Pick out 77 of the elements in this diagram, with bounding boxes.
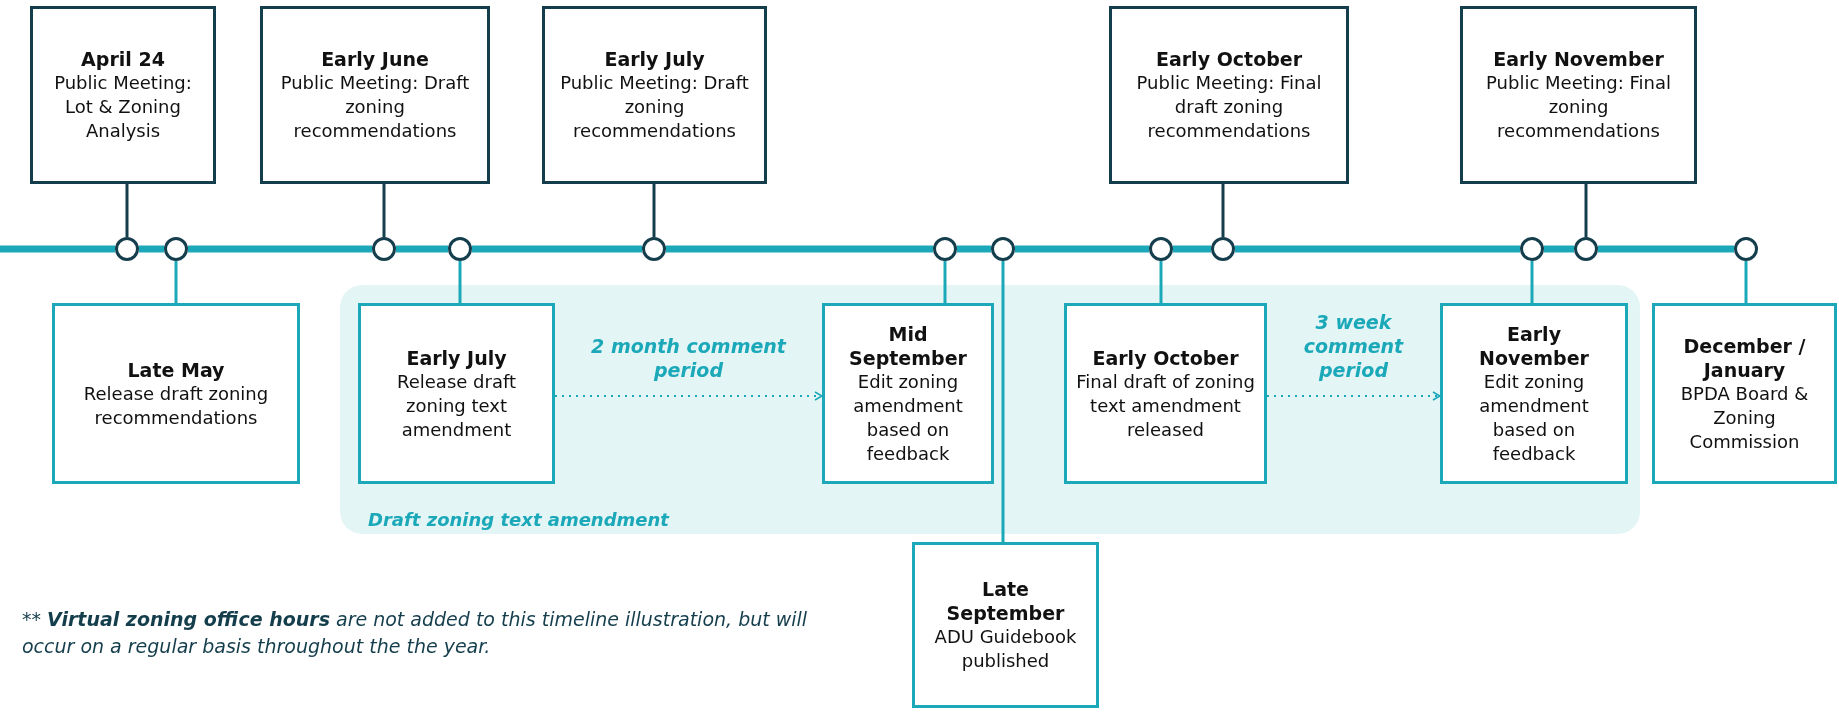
date-heading: Late May: [127, 357, 225, 382]
date-heading: Mid September: [848, 321, 968, 370]
timeline-marker: [1734, 237, 1758, 261]
date-heading: Early October: [1092, 345, 1239, 370]
timeline-marker: [164, 237, 188, 261]
timeline-line: [1235, 245, 1520, 253]
date-heading: Early June: [321, 47, 429, 71]
event-box: [52, 303, 300, 484]
event-box: [1064, 303, 1267, 484]
event-box: [1460, 6, 1697, 184]
timeline-line: [1544, 245, 1574, 253]
connector-line: [458, 261, 462, 303]
connector-line: [1159, 261, 1163, 303]
highlight-band: [340, 285, 1640, 534]
connector-line: [382, 184, 386, 237]
connector-line: [1001, 261, 1005, 542]
event-description: Public Meeting: Draft zoning recommendations: [279, 71, 471, 143]
event-description: Public Meeting: Lot & Zoning Analysis: [53, 71, 193, 143]
timeline-line: [1015, 245, 1149, 253]
footnote: **Virtual zoning office hours are not added to this timeline illustration, but will occur on a regular basis throughout the the year.: [22, 607, 809, 659]
timeline-marker: [1211, 237, 1235, 261]
timeline-marker: [1520, 237, 1544, 261]
timeline-line: [1598, 245, 1734, 253]
timeline-marker: [448, 237, 472, 261]
band-title: Draft zoning text amendment: [368, 509, 669, 530]
date-heading: Early October: [1155, 47, 1303, 71]
timeline-marker: [933, 237, 957, 261]
date-heading: Early November: [1493, 47, 1664, 71]
event-description: Edit zoning amendment based on feedback: [1478, 369, 1590, 466]
timeline-marker: [1149, 237, 1173, 261]
timeline-line: [188, 245, 372, 253]
event-box: [358, 303, 555, 484]
timeline-line: [472, 245, 642, 253]
timeline-line: [0, 245, 115, 253]
event-description: BPDA Board & Zoning Commission: [1679, 381, 1810, 454]
connector-line: [652, 184, 656, 237]
connector-line: [1584, 184, 1588, 237]
connector-line: [943, 261, 947, 303]
timeline-marker: [991, 237, 1015, 261]
event-description: Release draft zoning recommendations: [82, 381, 270, 430]
event-description: Public Meeting: Final draft zoning recommendations: [1135, 71, 1323, 143]
event-box: [1109, 6, 1349, 184]
connector-line: [1530, 261, 1534, 303]
connector-line: [174, 261, 178, 303]
event-box: [260, 6, 490, 184]
event-description: ADU Guidebook published: [933, 625, 1078, 673]
date-heading: Early July: [406, 345, 507, 370]
timeline-marker: [1574, 237, 1598, 261]
dotted-arrow: [1266, 391, 1441, 401]
event-box: [912, 542, 1099, 708]
event-box: [822, 303, 994, 484]
event-description: Edit zoning amendment based on feedback: [852, 369, 964, 466]
connector-line: [1744, 261, 1748, 303]
date-heading: April 24: [81, 47, 165, 71]
event-description: Public Meeting: Draft zoning recommendations: [559, 71, 750, 143]
dotted-arrow: [554, 391, 823, 401]
timeline-marker: [115, 237, 139, 261]
event-box: [542, 6, 767, 184]
connector-line: [1221, 184, 1225, 237]
timeline-line: [666, 245, 933, 253]
date-heading: Early November: [1478, 321, 1590, 370]
event-box: [30, 6, 216, 184]
event-description: Final draft of zoning text amendment released: [1075, 369, 1256, 442]
connector-line: [125, 184, 129, 237]
timeline-line: [396, 245, 448, 253]
timeline-line: [1173, 245, 1211, 253]
timeline-line: [139, 245, 164, 253]
timeline-line: [957, 245, 991, 253]
event-box: [1440, 303, 1628, 484]
date-heading: December / January: [1682, 333, 1807, 382]
date-heading: Early July: [604, 47, 705, 71]
event-description: Public Meeting: Final zoning recommendations: [1485, 71, 1672, 143]
event-description: Release draft zoning text amendment: [396, 369, 517, 442]
timeline-marker: [372, 237, 396, 261]
timeline-marker: [642, 237, 666, 261]
date-heading: Late September: [945, 577, 1066, 625]
event-box: [1652, 303, 1837, 484]
